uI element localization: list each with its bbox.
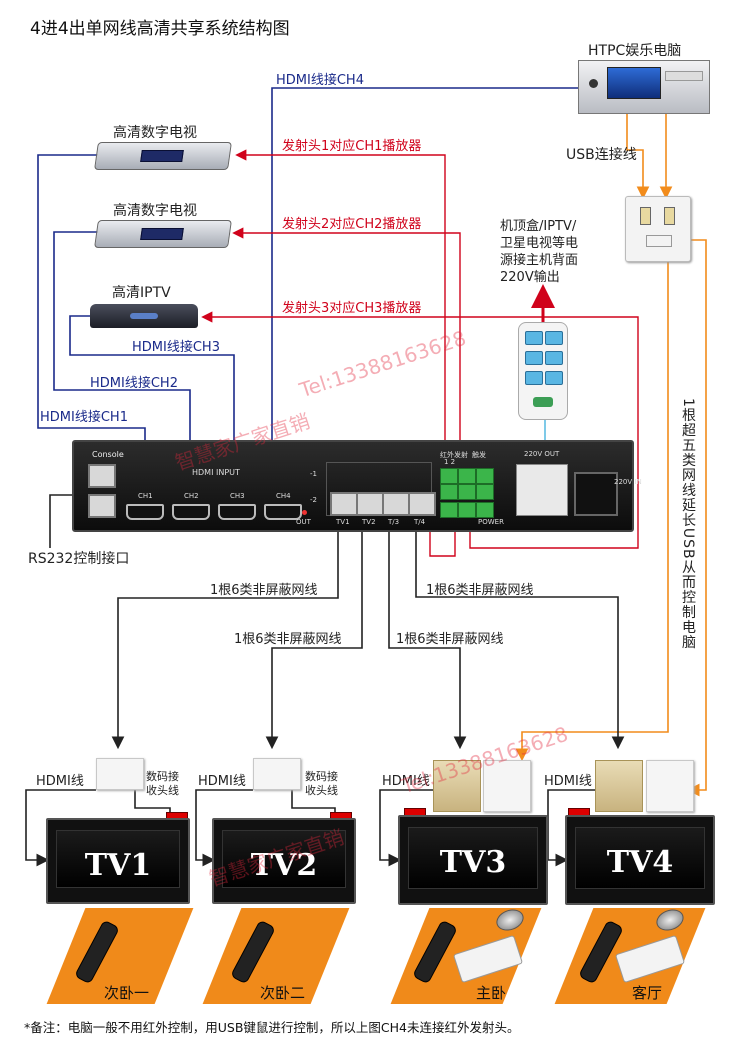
tv-port-2 <box>356 492 384 516</box>
hdmi-matrix-hub: Console HDMI INPUT CH1 CH2 CH3 CH4 -1 -2… <box>72 440 642 532</box>
tv-2: TV2 <box>212 818 356 904</box>
console-label: Console <box>92 450 124 459</box>
usb-wall-plate <box>625 196 691 262</box>
htpc-label: HTPC娱乐电脑 <box>588 43 682 59</box>
tv-port-4 <box>408 492 436 516</box>
ac-out-label: 220V OUT <box>524 450 560 458</box>
tv-port-label-4: T/4 <box>414 518 426 526</box>
row2-label: -2 <box>310 496 317 504</box>
receiver-label-1: 数码接 收头线 <box>146 770 179 797</box>
net-cable-tv1 <box>111 520 339 750</box>
footnote: *备注：电脑一般不用红外控制，用USB键鼠进行控制，所以上图CH4未连接红外发射… <box>24 1020 520 1035</box>
tv-3-name: TV3 <box>439 845 507 880</box>
emitter-ch3-label: 发射头3对应CH3播放器 <box>282 301 422 316</box>
tv-port-1 <box>330 492 358 516</box>
hdmi-ch2-label: HDMI线接CH2 <box>90 376 178 391</box>
page-title: 4进4出单网线高清共享系统结构图 <box>30 19 290 39</box>
hdmi-input-label: HDMI INPUT <box>192 468 240 477</box>
cable-label-4: 1根6类非屏蔽网线 <box>426 583 534 598</box>
cable-label-1: 1根6类非屏蔽网线 <box>210 583 318 598</box>
row1-label: -1 <box>310 470 317 478</box>
room-2-label: 次卧二 <box>260 984 306 1002</box>
hdmi-wire-ch4 <box>265 87 590 499</box>
ac-in-label: 220V IN <box>614 478 642 486</box>
ir-emitter-label: 红外发射 <box>440 451 468 459</box>
hdmi-cable-label-2: HDMI线 <box>198 774 246 789</box>
htpc-computer <box>578 60 710 114</box>
tv-2-name: TV2 <box>250 848 318 883</box>
ir-wire-ch2 <box>232 227 461 460</box>
iptv-box <box>90 304 198 328</box>
room-1-label: 次卧一 <box>104 984 150 1002</box>
room-3-label: 主卧 <box>476 984 507 1002</box>
receiver-plate-4 <box>595 760 643 812</box>
ir-wire-ch1 <box>235 149 446 460</box>
tv-port-label-1: TV1 <box>336 518 350 526</box>
console-port-2 <box>88 494 116 518</box>
power-note: 机顶盒/IPTV/ 卫星电视等电 源接主机背面 220V输出 <box>500 219 579 285</box>
usb-wire-1 <box>626 110 650 200</box>
hdmi-port-ch3 <box>218 504 256 520</box>
hdmi-ch3-label: HDMI线接CH3 <box>132 340 220 355</box>
tv-port-label-2: TV2 <box>362 518 376 526</box>
port-label-ch2: CH2 <box>184 492 199 500</box>
tv-1-name: TV1 <box>84 848 152 883</box>
tv-box-1-label: 高清数字电视 <box>113 125 197 141</box>
hdmi-cable-label-1: HDMI线 <box>36 774 84 789</box>
power-strip <box>518 322 568 420</box>
digital-tv-box-2 <box>94 220 232 248</box>
hdmi-port-ch1 <box>126 504 164 520</box>
trigger-label: 触发 <box>472 451 486 459</box>
receiver-label-2: 数码接 收头线 <box>305 770 338 797</box>
hdmi-port-ch4 <box>264 504 302 520</box>
ir-numbers: 1 2 <box>444 458 456 466</box>
receiver-plate-1 <box>96 758 144 790</box>
tv-port-label-3: T/3 <box>388 518 400 526</box>
iptv-label: 高清IPTV <box>112 285 171 301</box>
usb-plate-4 <box>646 760 694 812</box>
port-label-ch4: CH4 <box>276 492 291 500</box>
net-cable-tv3 <box>388 520 467 750</box>
cable-label-3: 1根6类非屏蔽网线 <box>396 632 504 647</box>
receiver-plate-3 <box>433 760 481 812</box>
tv-4-name: TV4 <box>606 845 674 880</box>
tv-box-2-label: 高清数字电视 <box>113 203 197 219</box>
tv-port-3 <box>382 492 410 516</box>
hdmi-ch1-label: HDMI线接CH1 <box>40 410 128 425</box>
usb-cable-label: USB连接线 <box>566 147 637 163</box>
net-cable-tv4 <box>415 520 625 750</box>
receiver-plate-2 <box>253 758 301 790</box>
hdmi-ch4-label: HDMI线接CH4 <box>276 73 364 88</box>
tv-4: TV4 <box>565 815 715 905</box>
hdmi-port-ch2 <box>172 504 210 520</box>
ir-wire-ch3 <box>201 311 639 549</box>
hdmi-wire-ch3 <box>69 315 241 496</box>
usb-extension-label: 1根超五类网线延长USB从而控制电脑 <box>680 398 696 650</box>
power-label: POWER <box>478 518 504 526</box>
console-port-1 <box>88 464 116 488</box>
hdmi-wire-ch2 <box>53 231 197 496</box>
hdmi-cable-label-4: HDMI线 <box>544 774 592 789</box>
ac-inlet <box>574 472 618 516</box>
cable-label-2: 1根6类非屏蔽网线 <box>234 632 342 647</box>
net-cable-tv2 <box>265 520 363 750</box>
port-label-ch3: CH3 <box>230 492 245 500</box>
digital-tv-box-1 <box>94 142 232 170</box>
tv-1: TV1 <box>46 818 190 904</box>
usb-plate-3 <box>483 760 531 812</box>
usb-extension-wire-2 <box>515 240 669 762</box>
hdmi-cable-label-3: HDMI线 <box>382 774 430 789</box>
out-label: OUT <box>296 518 311 526</box>
rs232-wire <box>49 494 80 548</box>
emitter-ch2-label: 发射头2对应CH2播放器 <box>282 217 422 232</box>
emitter-ch1-label: 发射头1对应CH1播放器 <box>282 139 422 154</box>
rs232-label: RS232控制接口 <box>28 551 130 567</box>
tv-3: TV3 <box>398 815 548 905</box>
port-label-ch1: CH1 <box>138 492 153 500</box>
ac-outlet <box>516 464 568 516</box>
room-4-label: 客厅 <box>632 984 663 1002</box>
